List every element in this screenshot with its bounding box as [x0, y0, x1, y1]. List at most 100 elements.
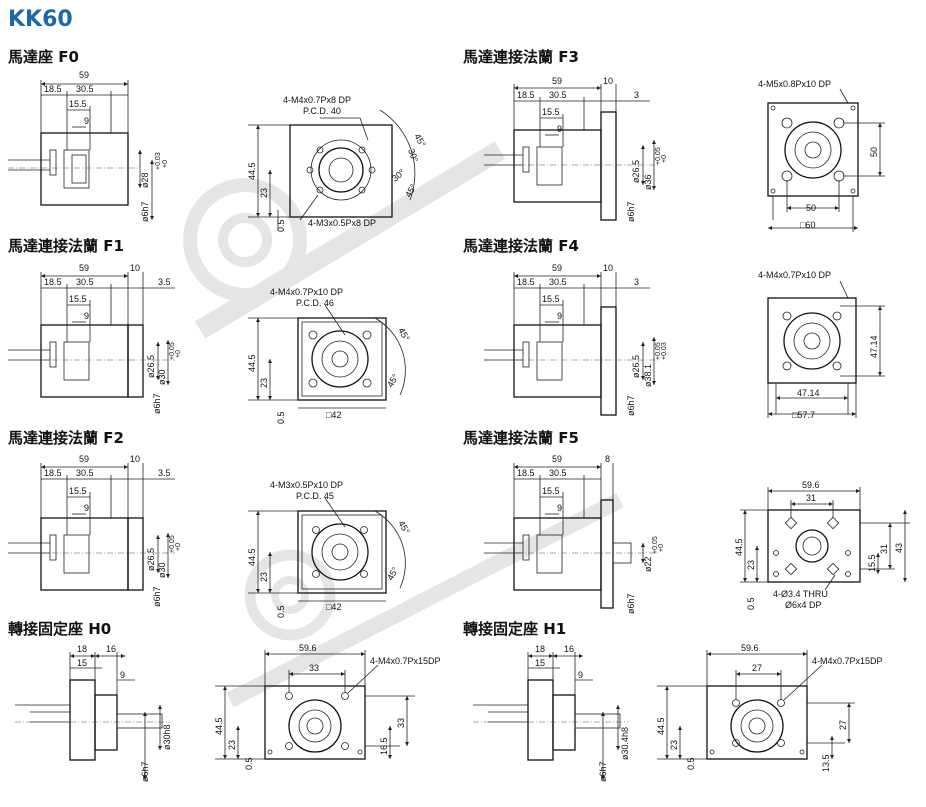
section-f3: 馬達連接法蘭 F3 59 10 18.5 30.5 3 15.5 9 ø26.5… [463, 48, 885, 232]
dim: 30.5 [549, 277, 567, 287]
dim: 0.5 [686, 757, 696, 770]
dim: +0.05 [169, 342, 176, 360]
dim: ø6h7 [140, 761, 150, 782]
note: Ø6x4 DP [785, 600, 822, 610]
dim: 15 [77, 658, 87, 668]
dim: 3.5 [158, 277, 171, 287]
note: 4-M4x0.7Px15DP [812, 656, 883, 666]
section-f1: 馬達連接法蘭 F1 59 10 18.5 30.5 3.5 15.5 9 ø26… [8, 237, 412, 424]
dim: 59 [79, 263, 89, 273]
note: 4-M5x0.8Px10 DP [758, 79, 831, 89]
front-view-f1: 4-M4x0.7Px10 DP P.C.D. 46 45° 45° 44.5 2… [247, 287, 412, 424]
dim: 30.5 [76, 84, 94, 94]
dim: 9 [84, 116, 89, 126]
dim: 33 [396, 718, 406, 728]
dim: 18 [77, 644, 87, 654]
dim: 33 [309, 663, 319, 673]
note: 4-M3x0.5Px10 DP [270, 480, 343, 490]
dim: ø30 [157, 562, 167, 578]
dim: 31 [879, 544, 889, 554]
note: P.C.D. 40 [303, 106, 341, 116]
dim: 59 [79, 454, 89, 464]
front-view-h0: 59.6 33 44.5 23 0.5 16.5 33 4-M4x0.7Px15… [214, 643, 441, 770]
dim: 15.5 [542, 486, 560, 496]
dim: ø26.5 [631, 355, 641, 378]
dim: 15 [535, 658, 545, 668]
dim: □42 [326, 602, 341, 612]
dim: +0.05 [169, 535, 176, 553]
dim: +0.03 [661, 342, 668, 360]
side-view-f4: 59 10 18.5 30.5 3 15.5 9 ø26.5 ø38.1 +0.… [484, 263, 668, 416]
dim: 44.5 [247, 354, 257, 372]
note: 4-M4x0.7Px15DP [370, 656, 441, 666]
dim: +0.03 [155, 152, 162, 170]
dim: ø6h7 [152, 586, 162, 607]
note: 4-M4x0.7Px10 DP [758, 270, 831, 280]
section-h1: 轉接固定座 H1 18 16 15 9 ø30.4h8 ø6h7 [463, 620, 883, 782]
dim: ø6h7 [626, 593, 636, 614]
dim: +0 [175, 543, 182, 551]
note: P.C.D. 46 [296, 298, 334, 308]
note: P.C.D. 45 [296, 491, 334, 501]
dim: ø6h7 [598, 761, 608, 782]
dim: 0.5 [276, 219, 286, 232]
heading-f0: 馬達座 F0 [8, 48, 79, 66]
dim: 9 [578, 670, 583, 680]
dim: 18.5 [44, 468, 62, 478]
dim: 47.14 [869, 335, 879, 358]
dim: ø6h7 [626, 395, 636, 416]
dim: ø30 [157, 369, 167, 385]
section-f0: 馬達座 F0 59 18.5 30.5 15.5 9 ø28 +0.03 +0 [8, 48, 428, 232]
dim: +0 [162, 160, 169, 168]
dim: 3 [634, 90, 639, 100]
dim: +0 [175, 350, 182, 358]
front-view-h1: 59.6 27 44.5 23 0.5 13.5 27 4-M4x0.7Px15… [656, 643, 883, 772]
dim: 18.5 [517, 90, 535, 100]
angle: 45° [385, 565, 401, 582]
dim: 59 [552, 76, 562, 86]
front-view-f3: 4-M5x0.8Px10 DP 50 50 □60 [758, 79, 885, 232]
dim: ø26.5 [146, 355, 156, 378]
dim: ø30h8 [162, 724, 172, 750]
dim: 10 [130, 263, 140, 273]
dim: 10 [603, 76, 613, 86]
side-view-f5: 59 8 18.5 30.5 15.5 9 ø22 +0.05 +0 ø6h7 [484, 454, 665, 614]
dim: ø28 [140, 172, 150, 188]
dim: 18.5 [44, 84, 62, 94]
dim: 59.6 [299, 643, 317, 653]
front-view-f4: 4-M4x0.7Px10 DP 47.14 47.14 □57.7 [758, 270, 885, 420]
front-view-f5: 59.6 31 44.5 23 0.5 15.5 31 43 4-Ø3.4 TH… [734, 480, 910, 610]
dim: 44.5 [247, 162, 257, 180]
dim: 59 [552, 454, 562, 464]
angle: 45° [396, 519, 412, 536]
dim: 15.5 [867, 554, 877, 572]
side-view-f2: 59 10 18.5 30.5 3.5 15.5 9 ø26.5 ø30 +0.… [8, 454, 182, 607]
dim: 9 [557, 124, 562, 134]
section-f2: 馬達連接法蘭 F2 59 10 18.5 30.5 3.5 15.5 9 ø26… [8, 429, 412, 618]
dim: 23 [669, 740, 679, 750]
side-view-h1: 18 16 15 9 ø30.4h8 ø6h7 [473, 644, 630, 782]
heading-h0: 轉接固定座 H0 [8, 620, 111, 638]
section-f4: 馬達連接法蘭 F4 59 10 18.5 30.5 3 15.5 9 ø26.5… [463, 237, 885, 420]
dim: □57.7 [792, 410, 815, 420]
section-h0: 轉接固定座 H0 18 16 15 9 ø30h8 ø6h7 [8, 620, 441, 782]
dim: ø38.1 [643, 364, 653, 387]
dim: +0.05 [655, 342, 662, 360]
dim: 50 [869, 147, 879, 157]
angle: 30° [406, 147, 420, 164]
dim: 9 [120, 670, 125, 680]
dim: 15.5 [542, 107, 560, 117]
dim: 31 [806, 493, 816, 503]
dim: +0 [661, 155, 668, 163]
dim: 10 [130, 454, 140, 464]
dim: +0.05 [652, 536, 659, 554]
dim: 44.5 [734, 538, 744, 556]
dim: 23 [746, 560, 756, 570]
dim: 9 [84, 311, 89, 321]
dim: 0.5 [276, 411, 286, 424]
dim: 44.5 [214, 717, 224, 735]
dim: 59.6 [802, 480, 820, 490]
dim: 3 [634, 277, 639, 287]
dim: ø6h7 [152, 393, 162, 414]
